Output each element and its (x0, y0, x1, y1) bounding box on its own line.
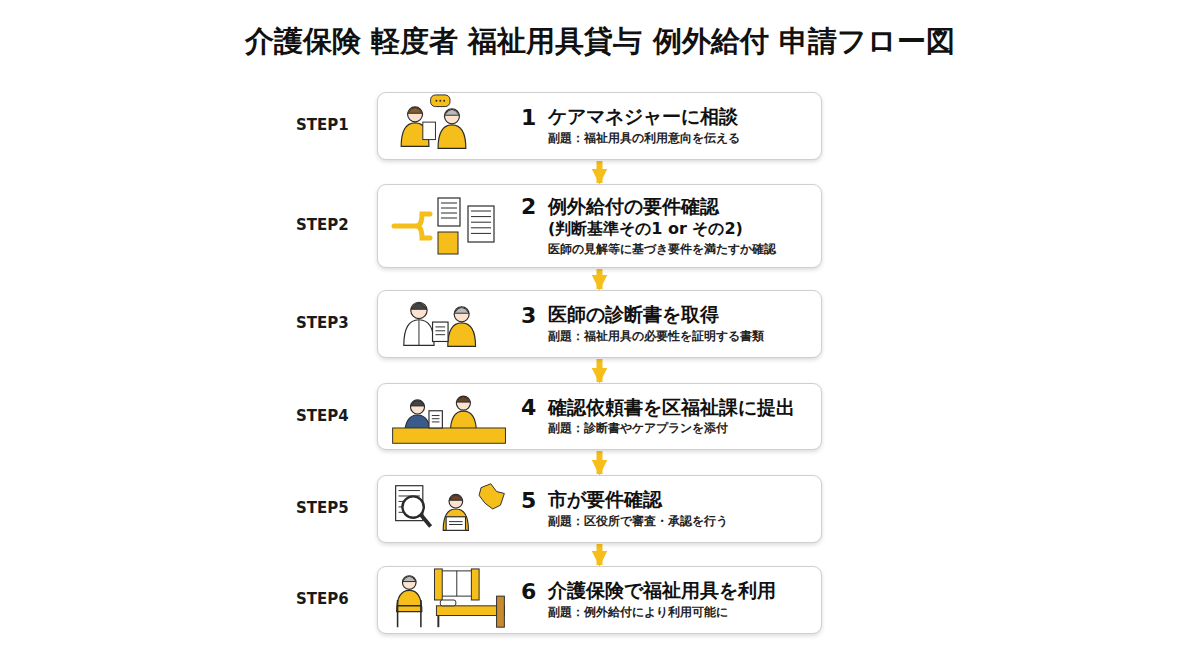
flow-arrow (597, 269, 603, 289)
step-label: STEP2 (296, 216, 386, 234)
step-label: STEP6 (296, 590, 386, 608)
process-box: 5市が要件確認副題：区役所で審査・承認を行う (377, 475, 822, 543)
step-illustration (386, 476, 514, 542)
step-illustration (386, 185, 514, 267)
diagram-title: 介護保険 軽度者 福祉用具貸与 例外給付 申請フロー図 (0, 22, 1200, 62)
step-note: (判断基準その1 or その2) (548, 218, 776, 239)
process-box: 1ケアマネジャーに相談副題：福祉用具の利用意向を伝える (377, 92, 822, 160)
step-subtitle: 副題：診断書やケアプランを添付 (548, 419, 795, 437)
step-subtitle: 副題：福祉用具の利用意向を伝える (548, 129, 740, 147)
step-heading: 例外給付の要件確認 (548, 195, 776, 219)
step-heading: 医師の診断書を取得 (548, 303, 764, 327)
flow-arrow (597, 359, 603, 382)
step-illustration (386, 291, 514, 357)
step-subtitle: 医師の見解等に基づき要件を満たすか確認 (548, 239, 776, 257)
step-heading: 市が要件確認 (548, 488, 728, 512)
flow-arrow (597, 161, 603, 183)
step-heading: 介護保険で福祉用具を利用 (548, 579, 776, 603)
process-box: 3医師の診断書を取得副題：福祉用具の必要性を証明する書類 (377, 290, 822, 358)
step-heading: 確認依頼書を区福祉課に提出 (548, 396, 795, 420)
process-box: 6介護保険で福祉用具を利用副題：例外給付により利用可能に (377, 566, 822, 634)
flow-arrow (597, 544, 603, 565)
process-box: 4確認依頼書を区福祉課に提出副題：診断書やケアプランを添付 (377, 383, 822, 450)
step-subtitle: 副題：区役所で審査・承認を行う (548, 512, 728, 530)
step-label: STEP5 (296, 499, 386, 517)
step-heading: ケアマネジャーに相談 (548, 105, 740, 129)
step-subtitle: 副題：福祉用具の必要性を証明する書類 (548, 327, 764, 345)
step-illustration (386, 567, 514, 633)
step-subtitle: 副題：例外給付により利用可能に (548, 603, 776, 621)
flow-arrow (597, 451, 603, 474)
step-label: STEP4 (296, 407, 386, 425)
step-illustration (386, 384, 514, 449)
process-box: 2例外給付の要件確認(判断基準その1 or その2)医師の見解等に基づき要件を満… (377, 184, 822, 268)
step-illustration (386, 93, 514, 159)
step-label: STEP3 (296, 314, 386, 332)
step-label: STEP1 (296, 116, 386, 134)
